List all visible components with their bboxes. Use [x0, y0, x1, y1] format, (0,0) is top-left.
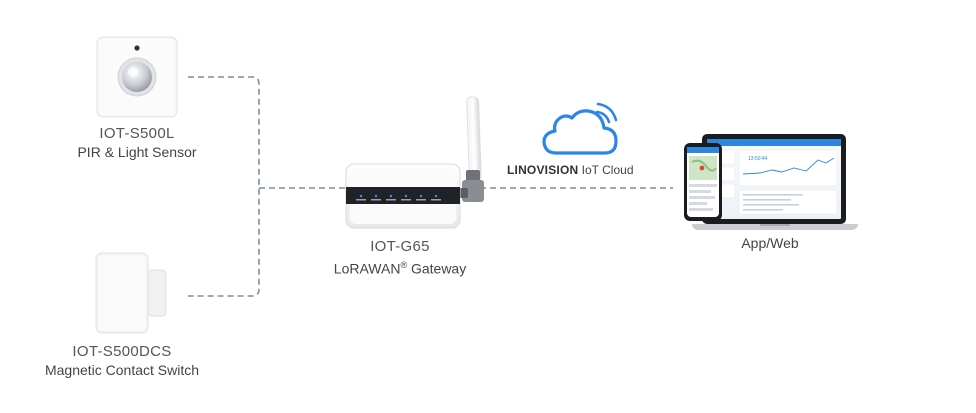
contact-switch-model: IOT-S500DCS	[72, 343, 172, 360]
contact-switch-description: Magnetic Contact Switch	[44, 362, 200, 378]
pir-sensor-model: IOT-S500L	[99, 125, 175, 142]
gateway-protocol: LoRAWAN	[333, 260, 401, 277]
cloud-service: IoT Cloud	[578, 163, 634, 177]
dashboard-time-readout: 13:50:44	[748, 156, 768, 162]
gateway-description: LoRAWAN® Gateway	[300, 256, 500, 278]
pir-light-sensor-icon	[96, 36, 178, 118]
registered-mark: ®	[400, 260, 408, 270]
cloud-label: LINOVISION IoT Cloud	[507, 163, 634, 177]
client-label-text: App/Web	[741, 235, 799, 251]
gateway-label: IOT-G65 LoRAWAN® Gateway	[300, 238, 500, 278]
gateway-device-icon	[345, 96, 484, 229]
line-pir-to-bus	[188, 76, 260, 297]
pir-sensor-description: PIR & Light Sensor	[77, 144, 197, 160]
client-label: App/Web	[720, 234, 820, 252]
app-web-devices-icon	[684, 134, 858, 230]
pir-sensor-label: IOT-S500L PIR & Light Sensor	[60, 125, 214, 161]
gateway-model: IOT-G65	[370, 238, 430, 255]
connection-lines	[188, 76, 673, 297]
gateway-type: Gateway	[407, 260, 467, 277]
contact-switch-label: IOT-S500DCS Magnetic Contact Switch	[20, 343, 224, 379]
magnetic-contact-switch-icon	[95, 252, 167, 334]
cloud-icon	[542, 102, 618, 155]
cloud-brand: LINOVISION	[507, 163, 579, 177]
